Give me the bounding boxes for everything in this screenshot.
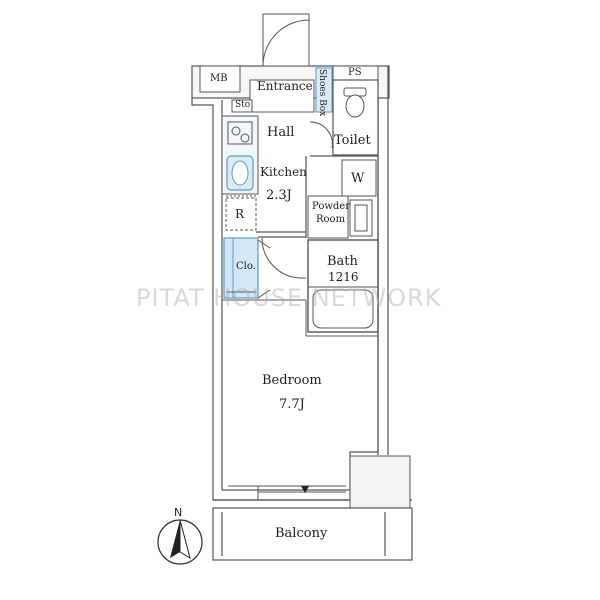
- compass-icon: [157, 519, 203, 565]
- watermark: PITAT HOUSE NETWORK: [136, 284, 442, 312]
- stove: [227, 121, 253, 145]
- mb-label: MB: [210, 73, 228, 84]
- entry-marker: [301, 486, 309, 493]
- refrigerator-space: [225, 197, 257, 231]
- entrance-label: Entrance: [257, 79, 313, 93]
- pipe-space: [349, 455, 411, 509]
- closet-door: [257, 239, 271, 299]
- ps-label: PS: [348, 67, 362, 78]
- shoes-box-label: Shoes Box: [317, 69, 327, 117]
- bedroom-size: 7.7J: [279, 397, 305, 412]
- mb-closet: [199, 65, 241, 93]
- kitchen-label: Kitchen: [260, 165, 307, 179]
- powder-room: [307, 195, 349, 239]
- sink: [226, 155, 254, 191]
- washer-label: W: [351, 171, 365, 186]
- powder-room-label: Powder: [312, 201, 351, 212]
- closet: [223, 237, 259, 299]
- balcony-label: Balcony: [275, 526, 328, 541]
- closet-label: Clo.: [236, 261, 256, 272]
- sto-label: Sto: [235, 100, 251, 110]
- shoes-box: [315, 67, 333, 113]
- bath-label: Bath: [327, 254, 358, 269]
- entrance-door: [262, 13, 310, 67]
- compass-north-label: N: [174, 506, 183, 519]
- toilet-fixture: [343, 87, 367, 118]
- sto-closet: [231, 99, 253, 113]
- powder-room-label-2: Room: [316, 214, 346, 225]
- balcony-window: [228, 485, 346, 500]
- bath-size: 1216: [328, 270, 359, 284]
- refrigerator-label: R: [235, 207, 245, 221]
- toilet-door: [309, 121, 333, 149]
- entrance-area: [249, 79, 315, 113]
- toilet-label: Toilet: [334, 133, 371, 148]
- bath-door: [261, 237, 306, 279]
- bedroom-label: Bedroom: [262, 373, 322, 388]
- kitchen-size: 2.3J: [266, 188, 292, 203]
- hall-label: Hall: [267, 125, 295, 140]
- washer-space: [341, 159, 377, 197]
- bathtub: [312, 289, 374, 329]
- balcony-area: [212, 507, 413, 561]
